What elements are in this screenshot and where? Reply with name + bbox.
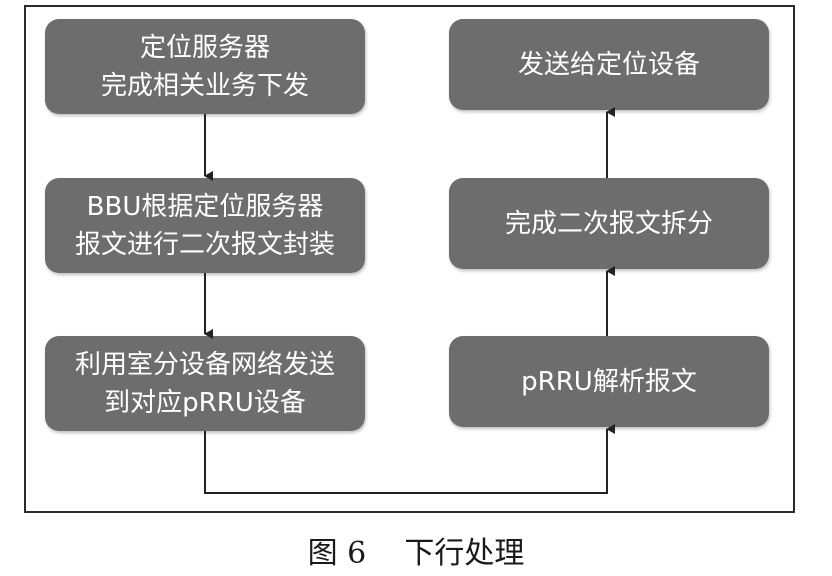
step-location-server-dispatch: 定位服务器 完成相关业务下发 xyxy=(45,19,365,114)
step-indoor-network-send: 利用室分设备网络发送 到对应pRRU设备 xyxy=(45,336,365,431)
step-bbu-encapsulation: BBU根据定位服务器 报文进行二次报文封装 xyxy=(45,178,365,273)
step-text-line: 到对应pRRU设备 xyxy=(104,387,306,418)
step-text-line: 发送给定位设备 xyxy=(517,49,700,80)
figure-label: 图 6 xyxy=(307,536,367,571)
step-send-to-location-device: 发送给定位设备 xyxy=(449,19,769,110)
figure-title: 下行处理 xyxy=(404,536,525,571)
step-text-line: BBU根据定位服务器 xyxy=(86,191,324,222)
step-text-line: 定位服务器 xyxy=(139,32,270,63)
step-text-line: 完成相关业务下发 xyxy=(100,70,309,101)
step-text-line: 完成二次报文拆分 xyxy=(504,208,713,239)
step-text-line: 报文进行二次报文封装 xyxy=(74,229,335,260)
step-text-line: 利用室分设备网络发送 xyxy=(74,349,335,380)
step-prru-parse: pRRU解析报文 xyxy=(449,336,769,427)
step-secondary-split: 完成二次报文拆分 xyxy=(449,178,769,269)
step-text-line: pRRU解析报文 xyxy=(521,366,697,397)
figure-caption: 图 6 下行处理 xyxy=(0,528,832,572)
